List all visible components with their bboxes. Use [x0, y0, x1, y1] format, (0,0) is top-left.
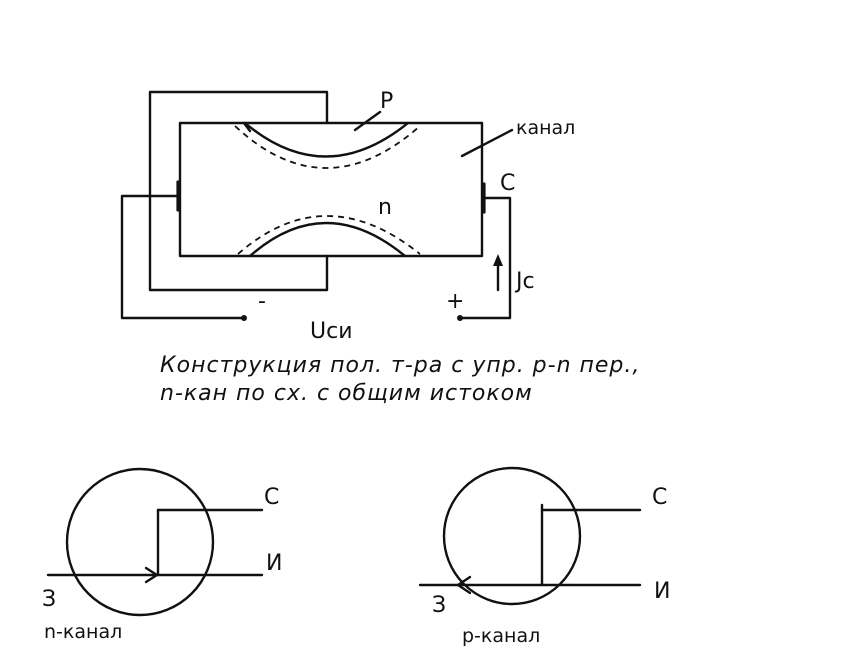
kanal-label: канал: [516, 117, 575, 139]
p-channel-symbol: [418, 466, 642, 606]
drain-current-label: Jс: [514, 269, 535, 294]
top-p-region: [243, 121, 410, 158]
n-channel-symbol: [46, 467, 264, 617]
caption-line-1: Конструкция пол. т-ра с упр. р-n пер.,: [160, 353, 640, 378]
p-region-label: P: [380, 89, 393, 114]
bottom-depletion-boundary: [237, 215, 421, 255]
source-wire: [120, 194, 246, 320]
usi-voltage-label: Uси: [310, 319, 353, 344]
p-symbol-gate-label: З: [432, 593, 446, 618]
n-symbol-circle: [65, 467, 215, 617]
top-depletion-boundary: [234, 125, 421, 169]
p-symbol-source-label: И: [654, 579, 670, 604]
drain-terminal: [457, 315, 463, 321]
p-symbol-drain-label: С: [652, 485, 667, 510]
caption-line-2: n-кан по сх. с общим истоком: [160, 381, 533, 406]
jfet-structure: [120, 90, 514, 321]
p-symbol-circle: [442, 466, 582, 606]
drain-label: С: [500, 171, 515, 196]
n-symbol-source-label: И: [266, 551, 282, 576]
plus-label: +: [446, 289, 464, 314]
p-leader-line: [353, 110, 382, 132]
n-symbol-gate-label: З: [42, 587, 56, 612]
top-p-tick: [242, 121, 252, 133]
p-symbol-title: р-канал: [462, 625, 540, 647]
minus-label: -: [258, 289, 266, 314]
p-symbol-gate-arrow: [456, 575, 472, 595]
n-region-label: n: [378, 195, 392, 220]
kanal-leader-line: [460, 128, 514, 158]
drain-wire: [458, 196, 512, 320]
gate-loop-wire: [148, 90, 329, 292]
source-terminal: [241, 315, 247, 321]
n-symbol-drain-label: С: [264, 485, 279, 510]
n-symbol-title: n-канал: [44, 621, 122, 643]
channel-body: [178, 121, 484, 258]
current-arrow-head: [493, 254, 503, 266]
n-symbol-gate-arrow: [144, 566, 159, 584]
bottom-region: [248, 221, 407, 258]
